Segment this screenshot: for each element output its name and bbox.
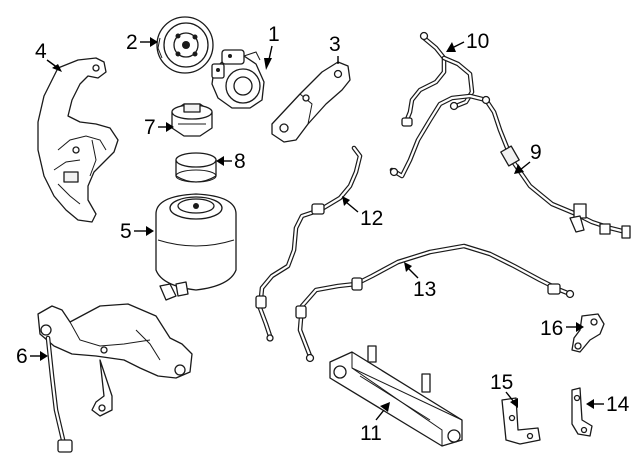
part-12-return-line	[255, 145, 363, 342]
callout-1: 1	[264, 23, 280, 70]
callout-5: 5	[120, 220, 154, 243]
part-8-filter	[175, 152, 217, 183]
part-2-pulley	[156, 16, 214, 74]
callout-label: 15	[490, 371, 513, 394]
callout-label: 3	[329, 33, 341, 56]
callout-label: 14	[606, 393, 630, 416]
callout-12: 12	[342, 196, 383, 230]
part-10-hose	[401, 31, 475, 127]
part-5-reservoir	[155, 193, 237, 301]
callout-7: 7	[144, 116, 174, 139]
callout-label: 2	[126, 31, 138, 54]
callout-4: 4	[35, 40, 62, 72]
part-9-pressure-hose	[389, 93, 631, 239]
callout-6: 6	[16, 345, 48, 368]
callout-label: 5	[120, 220, 132, 243]
callout-10: 10	[446, 30, 489, 53]
callout-label: 4	[35, 40, 47, 63]
part-16-connector	[571, 313, 605, 353]
callout-label: 12	[360, 207, 383, 230]
part-13-cooler-line	[295, 243, 575, 363]
callout-label: 10	[466, 30, 489, 53]
callout-2: 2	[126, 31, 158, 54]
part-3-bracket	[271, 61, 351, 143]
callout-8: 8	[216, 150, 246, 173]
callout-label: 6	[16, 345, 28, 368]
callout-13: 13	[404, 262, 436, 301]
part-11-cooler	[329, 345, 463, 447]
callout-3: 3	[329, 33, 341, 64]
callout-label: 8	[234, 150, 246, 173]
callout-label: 1	[268, 23, 280, 46]
callout-9: 9	[514, 141, 542, 174]
callout-label: 9	[530, 141, 542, 164]
callout-label: 11	[360, 422, 382, 445]
callout-15: 15	[490, 371, 518, 408]
part-14-bracket	[571, 387, 593, 437]
part-1-pump	[211, 49, 265, 109]
part-4-splash-shield	[37, 57, 119, 223]
part-6-strap	[37, 303, 193, 453]
callout-16: 16	[540, 317, 584, 340]
callout-label: 16	[540, 317, 563, 340]
callout-14: 14	[586, 393, 630, 416]
part-7-cap	[171, 103, 213, 137]
callout-11: 11	[360, 402, 390, 445]
callout-label: 13	[413, 278, 436, 301]
callout-label: 7	[144, 116, 156, 139]
part-15-bracket	[501, 397, 541, 445]
